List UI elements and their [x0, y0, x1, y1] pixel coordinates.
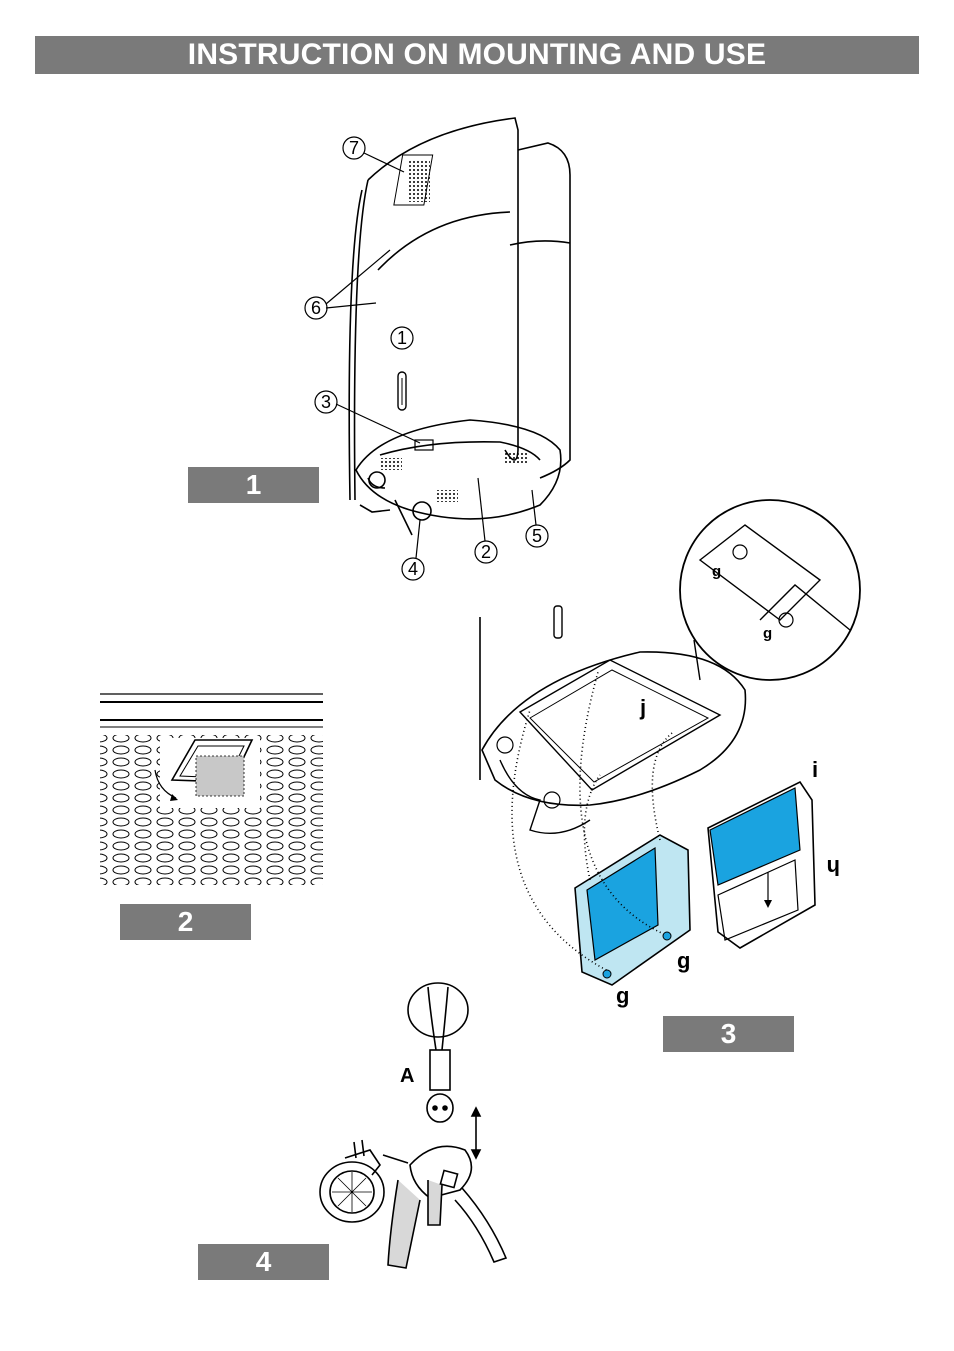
figure-1-hood-drawing	[348, 117, 571, 536]
callout-5: 5	[532, 526, 542, 546]
figure-2-clip-detail	[100, 693, 323, 885]
control-slot	[397, 371, 407, 411]
callout-7: 7	[349, 138, 359, 158]
callout-4: 4	[408, 559, 418, 579]
label-h: h	[827, 855, 840, 880]
label-g-zoom-2: g	[763, 625, 772, 642]
figure-1-badge: 1	[188, 467, 319, 503]
label-g-right: g	[677, 948, 690, 973]
callout-2: 2	[481, 542, 491, 562]
label-i: i	[812, 757, 818, 782]
label-g-left: g	[616, 983, 629, 1008]
label-g-zoom-1: g	[712, 563, 721, 580]
figure-4-lamp-replacement	[319, 982, 508, 1269]
grille-vent-pattern	[393, 154, 434, 206]
switch	[414, 439, 434, 451]
figure-4-badge: 4	[198, 1244, 329, 1280]
label-a: A	[400, 1065, 414, 1087]
page-title: INSTRUCTION ON MOUNTING AND USE	[35, 36, 919, 74]
figure-1-callouts	[304, 136, 549, 581]
figure-3-filter-mounting	[479, 499, 861, 986]
label-j: j	[639, 695, 646, 720]
callout-6: 6	[311, 298, 321, 318]
figure-2-badge: 2	[120, 904, 251, 940]
figure-3-badge: 3	[663, 1016, 794, 1052]
callout-3: 3	[321, 392, 331, 412]
callout-1: 1	[397, 328, 407, 348]
